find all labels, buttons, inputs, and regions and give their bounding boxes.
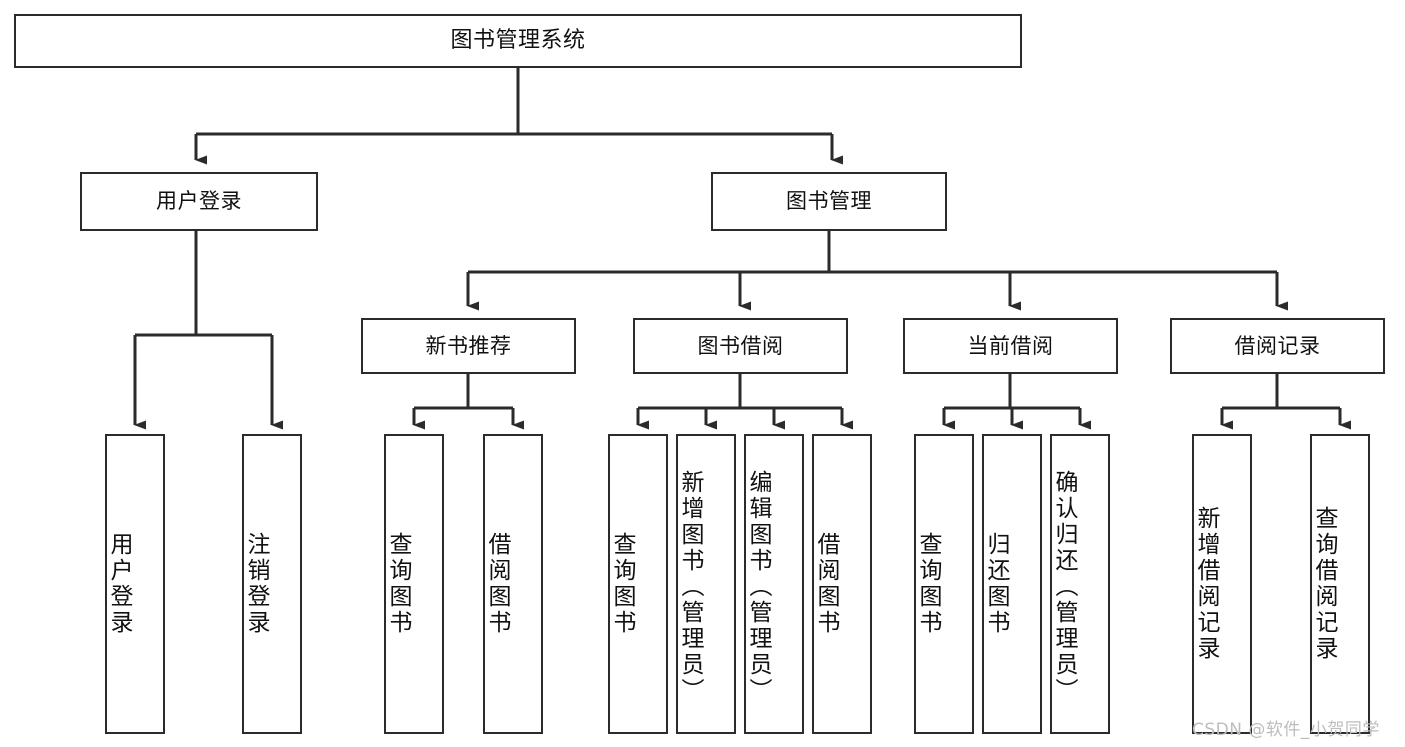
node-label: 新增借阅记录 xyxy=(1193,506,1219,662)
node-label: 新书推荐 xyxy=(425,333,512,358)
node-label: 查询图书 xyxy=(385,532,411,636)
leaf-borrow-record-add-record[interactable]: 新增借阅记录 xyxy=(1192,434,1252,734)
node-label: 归还图书 xyxy=(983,532,1009,636)
node-label: 新增图书（管理员） xyxy=(677,470,703,704)
node-book-management[interactable]: 图书管理 xyxy=(711,172,947,231)
node-label: 注销登录 xyxy=(243,532,269,636)
node-current-borrow[interactable]: 当前借阅 xyxy=(903,318,1118,374)
node-label: 编辑图书（管理员） xyxy=(745,470,771,704)
node-new-book-recommend[interactable]: 新书推荐 xyxy=(361,318,576,374)
leaf-new-book-query-book[interactable]: 查询图书 xyxy=(384,434,444,734)
node-label: 用户登录 xyxy=(156,189,242,214)
node-label: 查询借阅记录 xyxy=(1311,506,1337,662)
leaf-book-borrow-query-book[interactable]: 查询图书 xyxy=(608,434,668,734)
node-label: 确认归还（管理员） xyxy=(1051,470,1077,704)
leaf-book-borrow-borrow-book[interactable]: 借阅图书 xyxy=(812,434,872,734)
leaf-user-login-login[interactable]: 用户登录 xyxy=(105,434,165,734)
csdn-watermark: CSDN @软件_小贺同学 xyxy=(1192,720,1380,740)
leaf-book-borrow-add-book-admin[interactable]: 新增图书（管理员） xyxy=(676,434,736,734)
node-label: 借阅图书 xyxy=(813,532,839,636)
node-label: 图书管理 xyxy=(786,189,872,214)
node-label: 当前借阅 xyxy=(967,333,1054,358)
leaf-book-borrow-edit-book-admin[interactable]: 编辑图书（管理员） xyxy=(744,434,804,734)
leaf-borrow-record-query-record[interactable]: 查询借阅记录 xyxy=(1310,434,1370,734)
leaf-current-borrow-query-book[interactable]: 查询图书 xyxy=(914,434,974,734)
node-label: 查询图书 xyxy=(915,532,941,636)
node-label: 图书管理系统 xyxy=(450,28,586,54)
leaf-user-login-logout[interactable]: 注销登录 xyxy=(242,434,302,734)
leaf-current-borrow-return-book[interactable]: 归还图书 xyxy=(982,434,1042,734)
node-label: 图书借阅 xyxy=(697,333,784,358)
node-label: 查询图书 xyxy=(609,532,635,636)
node-label: 借阅记录 xyxy=(1234,333,1321,358)
leaf-new-book-borrow-book[interactable]: 借阅图书 xyxy=(483,434,543,734)
node-root-book-management-system[interactable]: 图书管理系统 xyxy=(14,14,1022,68)
leaf-current-borrow-confirm-return-admin[interactable]: 确认归还（管理员） xyxy=(1050,434,1110,734)
node-borrow-record[interactable]: 借阅记录 xyxy=(1170,318,1385,374)
node-book-borrow[interactable]: 图书借阅 xyxy=(633,318,848,374)
node-user-login[interactable]: 用户登录 xyxy=(80,172,318,231)
node-label: 用户登录 xyxy=(106,532,132,636)
node-label: 借阅图书 xyxy=(484,532,510,636)
